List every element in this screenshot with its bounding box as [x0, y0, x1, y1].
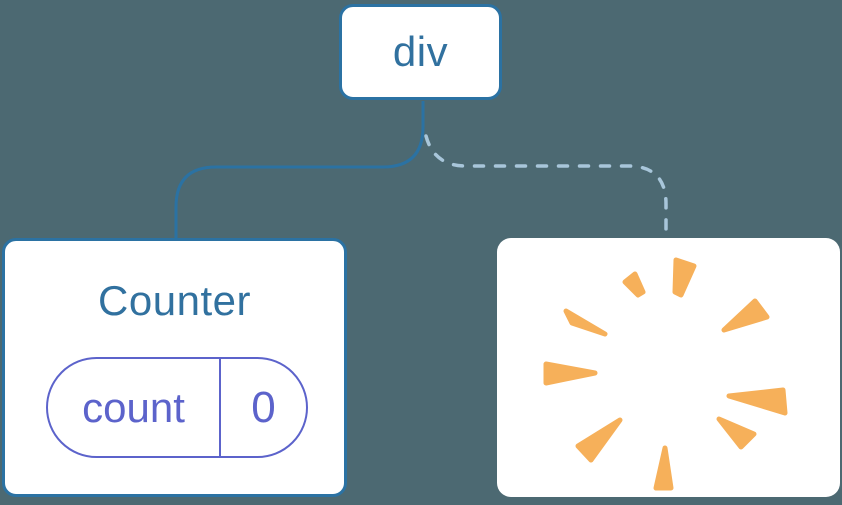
poof-ray	[672, 257, 697, 298]
counter-title: Counter	[98, 277, 251, 324]
poof-ray	[575, 417, 623, 463]
poof-ray	[653, 445, 674, 491]
state-pill-divider	[219, 359, 221, 456]
solid-connector-line	[174, 101, 425, 240]
poof-ray	[716, 416, 757, 450]
tree-node-div-label: div	[392, 28, 449, 75]
poof-ray	[563, 308, 608, 337]
destroyed-component-card	[497, 238, 840, 497]
poof-ray	[721, 298, 770, 333]
state-key-label: count	[82, 383, 185, 431]
dashed-connector-line	[424, 134, 668, 242]
state-value-label: 0	[251, 382, 276, 432]
poof-ray	[726, 387, 788, 416]
poof-ray	[622, 271, 646, 298]
counter-component-card: Counter count 0	[2, 238, 347, 497]
counter-state-pill: count 0	[46, 357, 308, 458]
poof-starburst-icon	[543, 257, 788, 491]
poof-ray	[543, 361, 598, 386]
tree-node-div: div	[339, 4, 502, 100]
